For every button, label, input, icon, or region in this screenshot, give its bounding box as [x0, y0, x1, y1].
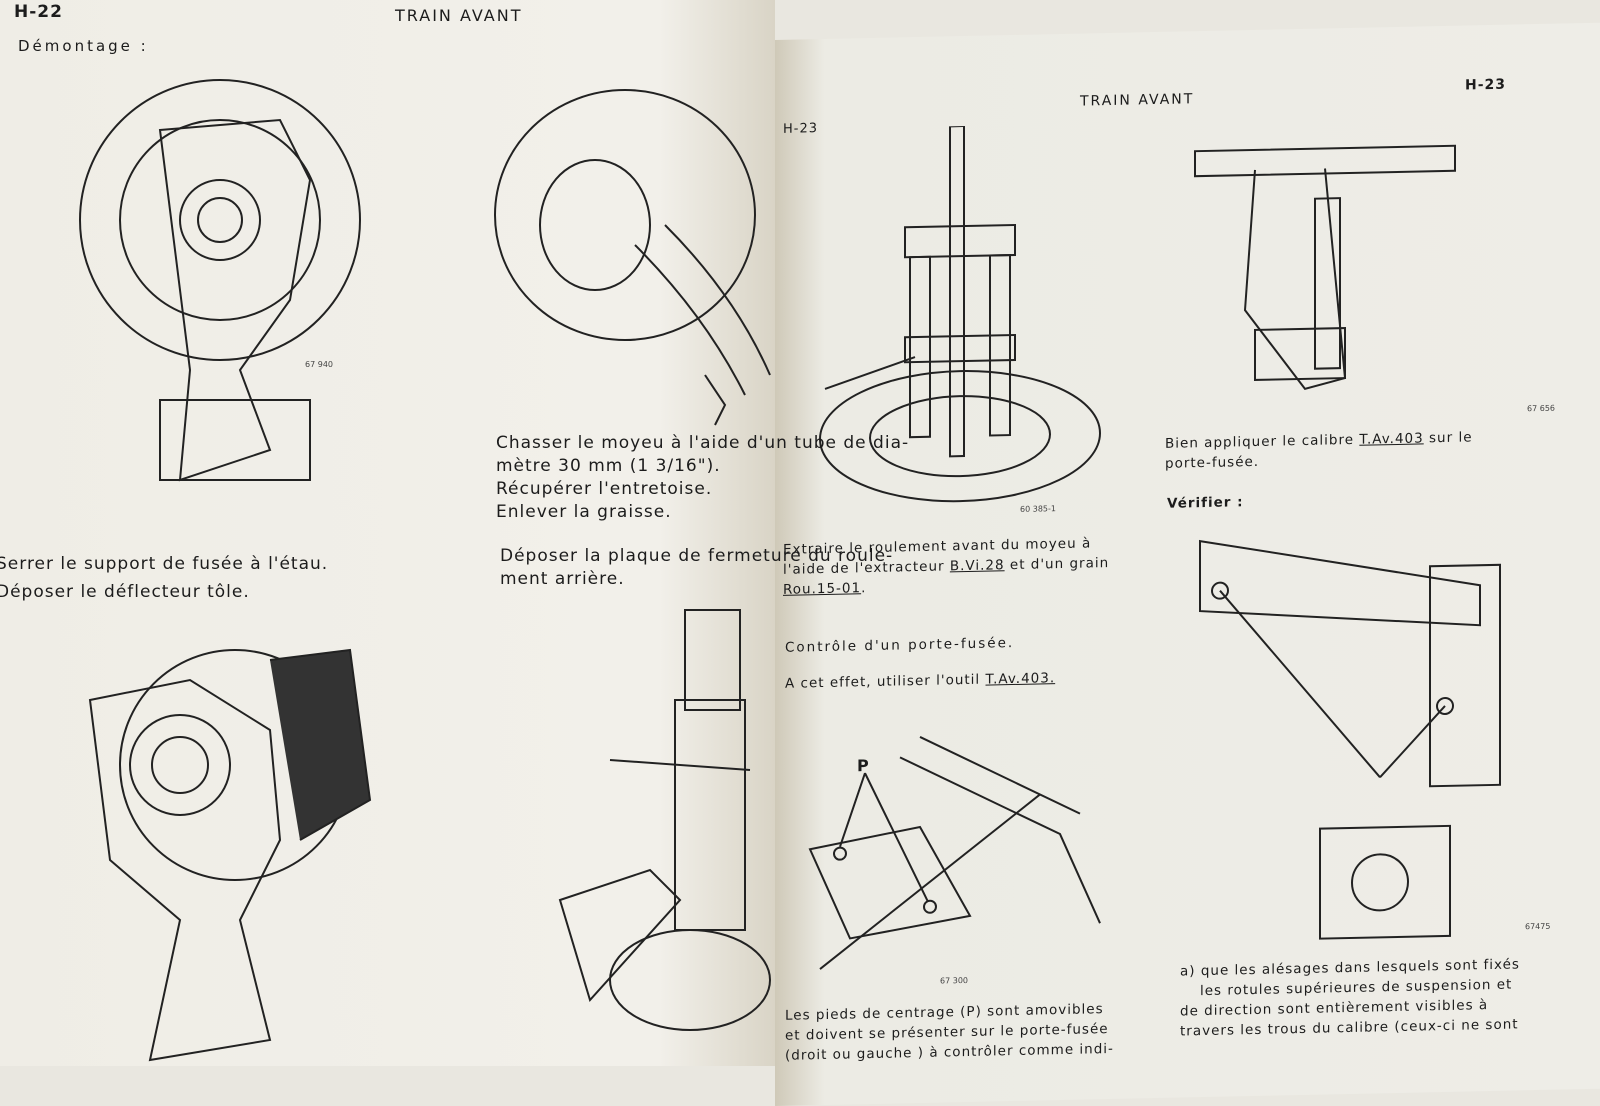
alignment-check-illustration: [1199, 539, 1501, 940]
page-number: H-22: [14, 2, 63, 22]
tool-reference: T.Av.403: [1359, 430, 1424, 448]
section-heading: Contrôle d'un porte-fusée.: [785, 634, 1015, 656]
instruction-text: Serrer le support de fusée à l'étau.Dépo…: [0, 554, 329, 602]
extractor-illustration: [819, 125, 1101, 503]
page-number: H-23: [783, 121, 819, 137]
press-illustration: [558, 609, 771, 1031]
hub-assembly-illustration: [79, 79, 361, 482]
instruction-text: a) que les alésages dans lesquels sont f…: [1180, 956, 1520, 1040]
tool-reference: T.Av.403.: [985, 670, 1056, 688]
calibre-tool-illustration: [808, 736, 1101, 970]
page-header: TRAIN AVANT: [1080, 91, 1195, 110]
figure-number: 67475: [1525, 921, 1551, 932]
left-page: H-22 TRAIN AVANT Démontage : 67 940 Chas…: [0, 0, 908, 1066]
tool-reference: B.Vi.28: [949, 557, 1005, 575]
figure-number: 67 300: [940, 975, 968, 986]
instruction-text: Les pieds de centrage (P) sont amovibles…: [785, 1001, 1114, 1064]
instruction-text: Bien appliquer le calibre T.Av.403 sur l…: [1165, 429, 1473, 472]
right-page: H-23 TRAIN AVANT H-23 60 385-1 Extraire …: [775, 22, 1600, 1106]
hub-removal-illustration: [494, 89, 771, 426]
figure-number: 67 940: [305, 360, 333, 369]
instruction-text: Chasser le moyeu à l'aide d'un tube de d…: [496, 433, 910, 522]
figure-number: 67 656: [1527, 403, 1555, 414]
section-title: Démontage :: [18, 37, 149, 55]
instruction-text: Déposer la plaque de fermeture du roule-…: [500, 546, 894, 589]
figure-number: 60 385-1: [1020, 504, 1056, 514]
page-number: H-23: [1465, 76, 1507, 94]
page-header: TRAIN AVANT: [395, 6, 523, 25]
disc-assembly-illustration: [88, 648, 372, 1062]
instruction-text: A cet effet, utiliser l'outil T.Av.403.: [785, 670, 1056, 692]
section-heading: Vérifier :: [1167, 494, 1244, 512]
calibre-on-knuckle-illustration: [1194, 144, 1456, 391]
